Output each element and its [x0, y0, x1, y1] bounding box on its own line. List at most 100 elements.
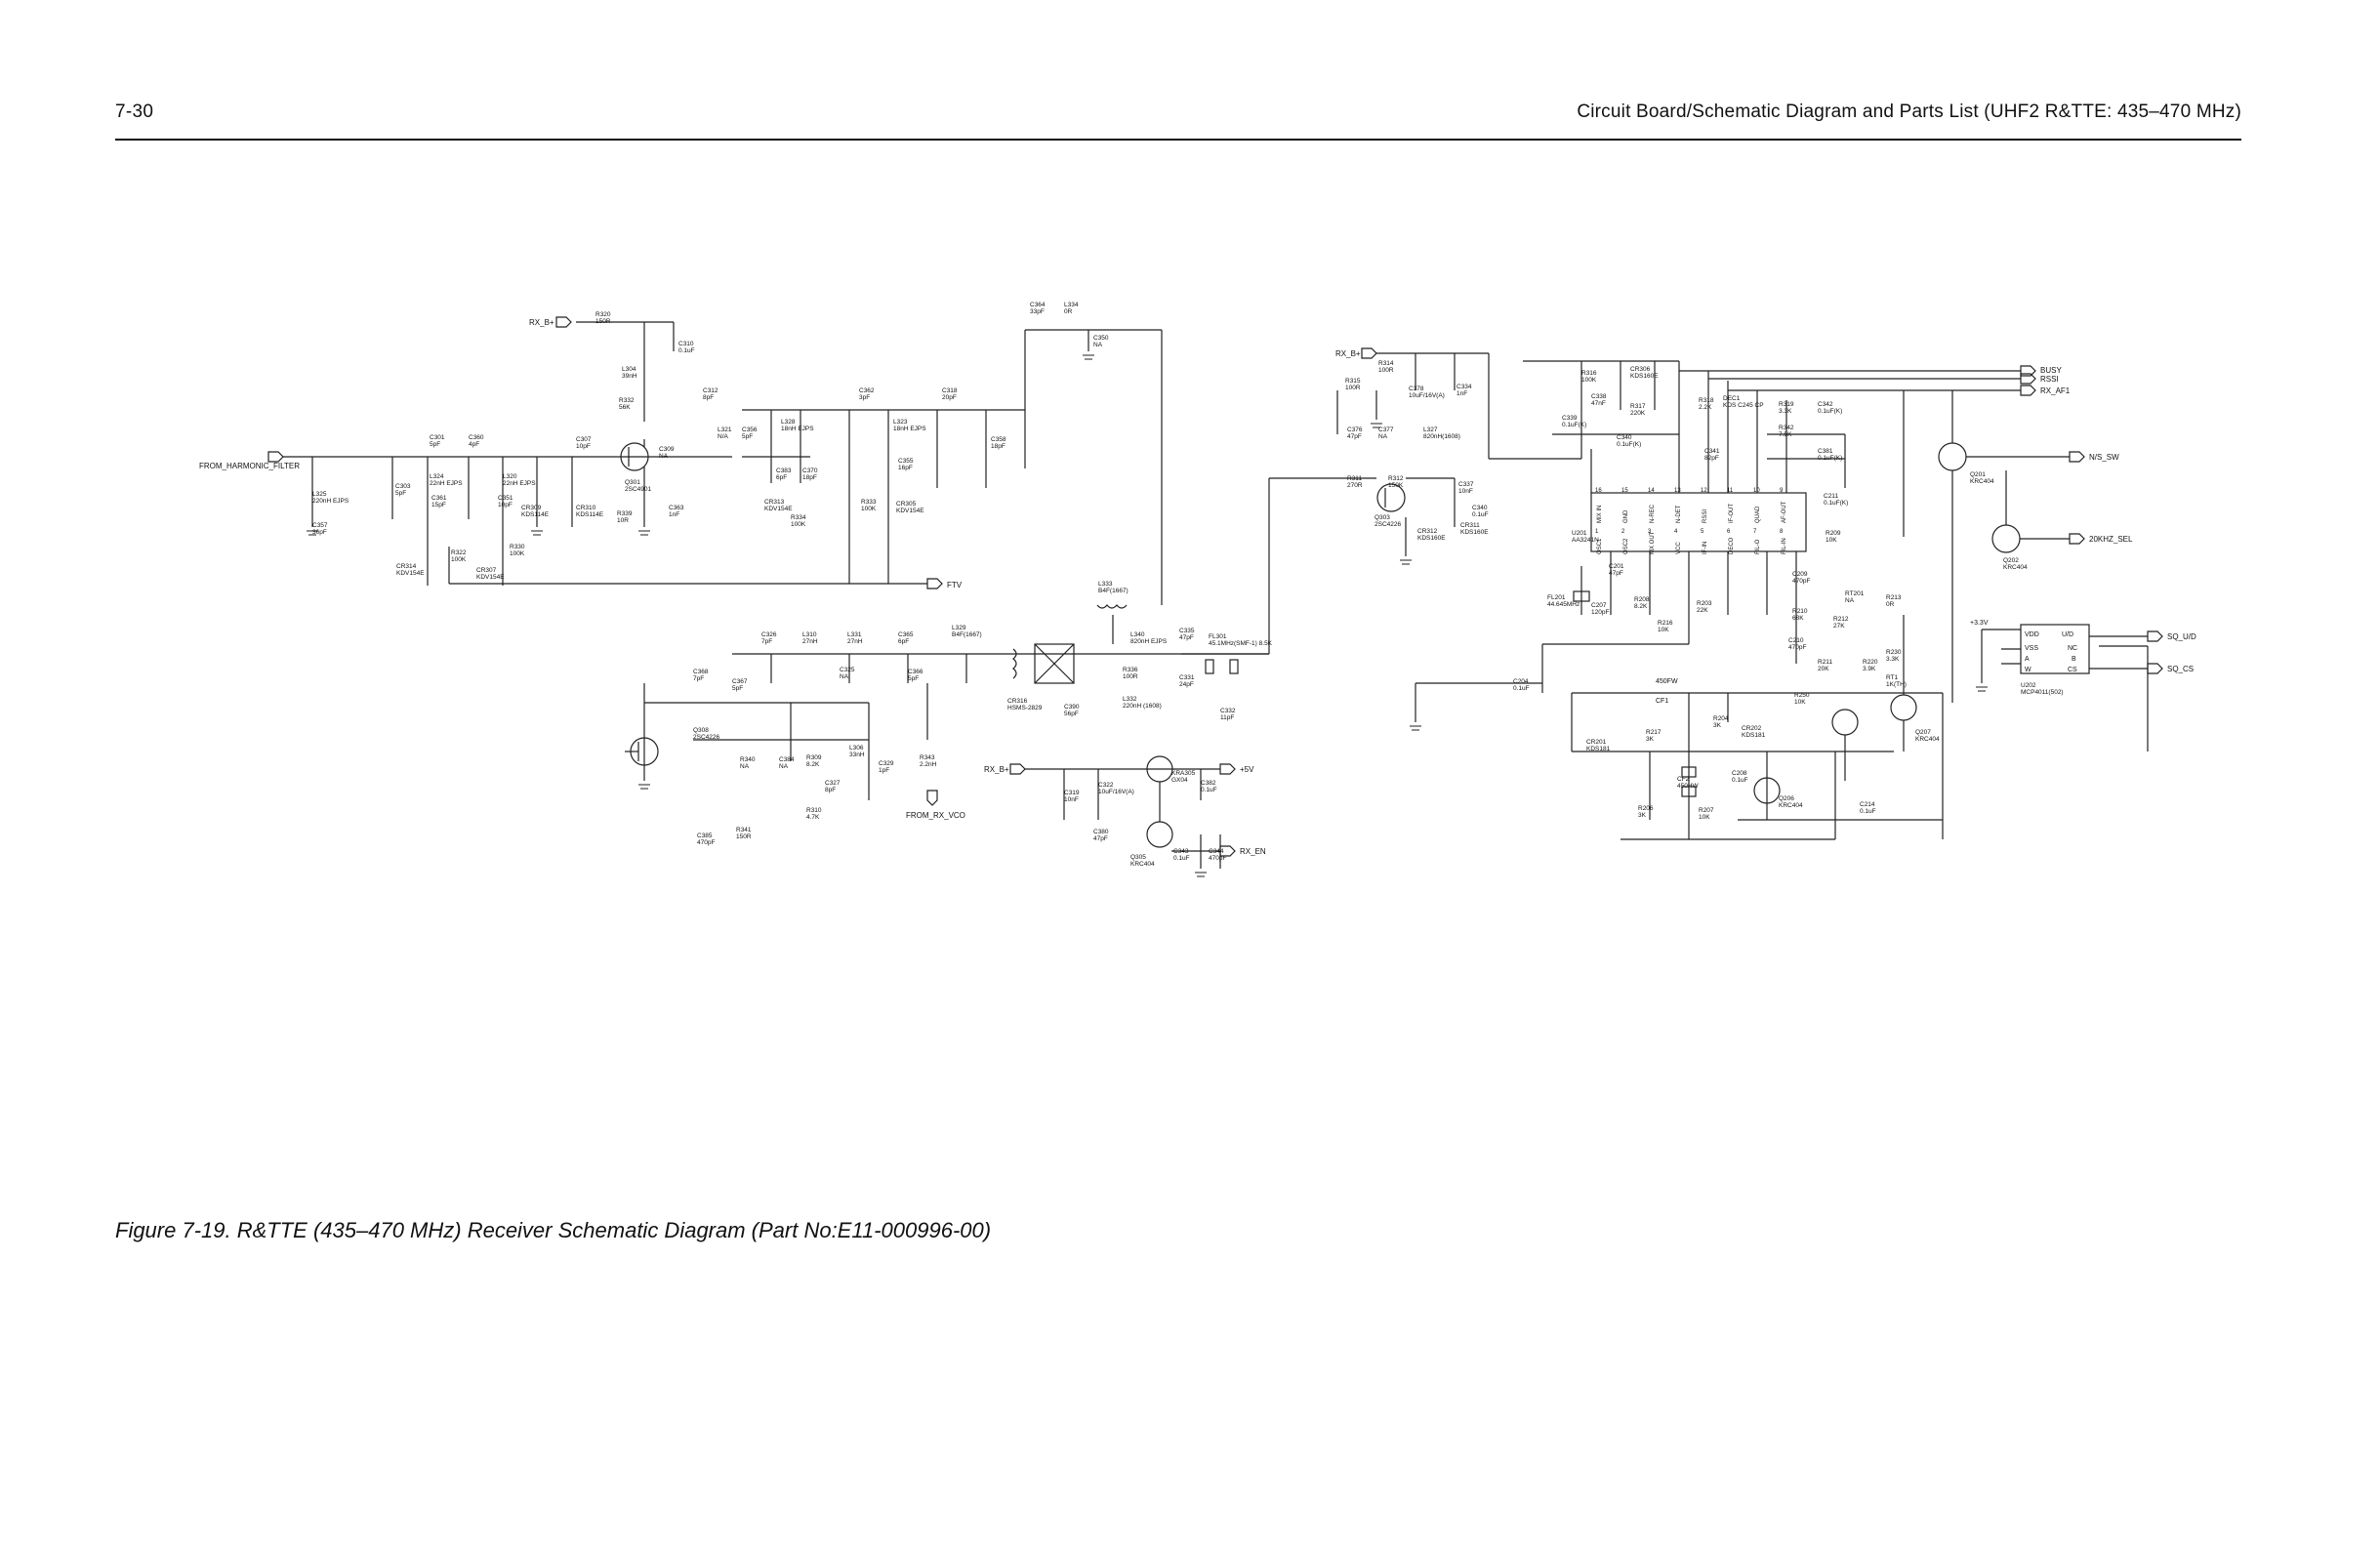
- port-rssi: RSSI: [2040, 375, 2059, 384]
- component-value: B4F(1667): [1098, 588, 1128, 594]
- component-ref: Q303: [1375, 514, 1390, 521]
- component-value: 7.5K: [1779, 431, 1792, 438]
- component-ref: R339: [617, 510, 633, 517]
- component-value: 20K: [1818, 666, 1829, 672]
- component-ref: R311: [1347, 475, 1362, 482]
- component-ref: R343: [920, 754, 935, 761]
- component-ref: Q308: [693, 727, 709, 734]
- component-ref: C376: [1347, 427, 1363, 433]
- component-ref: L306: [849, 745, 864, 752]
- component-ref: RT201: [1845, 590, 1865, 597]
- component-ref: FL201: [1547, 594, 1566, 601]
- component-value: 1nF: [669, 511, 679, 518]
- component-value: 150R: [736, 833, 752, 840]
- component-ref: U202: [2021, 682, 2036, 689]
- u201-pin-number: 12: [1701, 488, 1707, 494]
- component-value: 18nH EJPS: [781, 426, 814, 432]
- component-value: 0.1uF(K): [1617, 441, 1641, 448]
- u201-pin-name: OSC1: [1597, 538, 1603, 554]
- component-value: 10uF/16V(A): [1098, 789, 1134, 795]
- component-ref: R250: [1794, 692, 1810, 699]
- component-value: 2SC4226: [1375, 521, 1401, 528]
- component-value: AA3241N: [1572, 537, 1599, 544]
- component-ref: C368: [693, 669, 709, 675]
- u201-pin-name: DECO: [1729, 537, 1735, 554]
- component-ref: CR314: [396, 563, 417, 570]
- u201-pin-name: N-DET: [1676, 505, 1682, 523]
- component-value: 68K: [1792, 615, 1804, 622]
- component-value: 33nH: [849, 752, 865, 758]
- component-value: 5pF: [395, 490, 406, 497]
- component-ref: C335: [1179, 628, 1195, 634]
- component-value: KDS160E: [1460, 529, 1489, 536]
- component-value: 47pF: [1609, 570, 1623, 577]
- component-value: MCP4011(502): [2021, 689, 2064, 696]
- component-value: 220K: [1630, 410, 1646, 417]
- component-ref: C365: [898, 631, 914, 638]
- port-sq-ud: SQ_U/D: [2167, 632, 2196, 641]
- component-value: KDS181: [1742, 732, 1766, 739]
- component-value: 0R: [1064, 308, 1073, 315]
- component-value: 470pF: [697, 839, 715, 846]
- component-value: 0.1uF: [1472, 511, 1489, 518]
- component-ref: CR311: [1460, 522, 1480, 529]
- component-ref: C340: [1472, 505, 1488, 511]
- component-value: 150K: [1388, 482, 1404, 489]
- u201-pin-number: 14: [1648, 488, 1655, 494]
- component-ref: R342: [1779, 425, 1794, 431]
- component-ref: CR306: [1630, 366, 1651, 373]
- component-value: 45.1MHz(SMF-1) 8.5K: [1209, 640, 1273, 647]
- component-value: 2.2nH: [920, 761, 937, 768]
- component-ref: R217: [1646, 729, 1662, 736]
- component-value: 15pF: [431, 502, 446, 508]
- port-from-rx-vco: FROM_RX_VCO: [906, 811, 965, 820]
- component-ref: R310: [806, 807, 822, 814]
- port-rx-b-plus-2: RX_B+: [1335, 349, 1361, 358]
- component-value: 0.1uF(K): [1824, 500, 1848, 507]
- u201-pin-name: FIL-IN: [1782, 538, 1787, 554]
- u201-pin-number: 2: [1621, 529, 1625, 535]
- port-plus-5v: +5V: [1240, 765, 1254, 774]
- component-ref: L323: [893, 419, 908, 426]
- u201-pin-number: 9: [1780, 488, 1784, 494]
- component-ref: R204: [1713, 715, 1729, 722]
- component-ref: C318: [942, 387, 958, 394]
- component-ref: L310: [802, 631, 817, 638]
- component-value: 820nH(1608): [1423, 433, 1460, 440]
- component-ref: R309: [806, 754, 822, 761]
- component-ref: R315: [1345, 378, 1361, 385]
- component-ref: R341: [736, 827, 752, 833]
- component-value: 27nH: [802, 638, 818, 645]
- component-value: 10nF: [1458, 488, 1473, 495]
- u201-pin-number: 10: [1753, 488, 1760, 494]
- component-value: 20pF: [942, 394, 957, 401]
- component-ref: CR305: [896, 501, 917, 508]
- component-ref: C350: [1093, 335, 1109, 342]
- u201-pin-number: 15: [1621, 488, 1628, 494]
- component-ref: C307: [576, 436, 592, 443]
- component-value: 220nH (1608): [1123, 703, 1162, 710]
- u201-pin-number: 3: [1648, 529, 1652, 535]
- component-value: 56K: [619, 404, 631, 411]
- component-value: 33pF: [1030, 308, 1045, 315]
- component-ref: CR201: [1586, 739, 1607, 746]
- component-ref: Q207: [1915, 729, 1931, 736]
- component-ref: C342: [1818, 401, 1833, 408]
- component-ref: CR312: [1417, 528, 1438, 535]
- component-value: 6pF: [776, 474, 787, 481]
- component-value: 0.1uF(K): [1562, 422, 1586, 428]
- component-ref: L331: [847, 631, 862, 638]
- u201-pin-name: N-REC: [1650, 504, 1656, 523]
- port-rx-b-plus-3: RX_B+: [984, 765, 1009, 774]
- component-ref: R317: [1630, 403, 1646, 410]
- component-ref: R209: [1826, 530, 1841, 537]
- component-ref: C340: [1617, 434, 1632, 441]
- u202-vss-label: VSS: [2025, 645, 2038, 652]
- component-value: 1pF: [879, 767, 889, 774]
- component-ref: C339: [1562, 415, 1578, 422]
- component-ref: C370: [802, 467, 818, 474]
- component-value: 6pF: [898, 638, 909, 645]
- component-ref: R340: [740, 756, 756, 763]
- u201-pin-number: 5: [1701, 529, 1704, 535]
- component-ref: C382: [1201, 780, 1216, 787]
